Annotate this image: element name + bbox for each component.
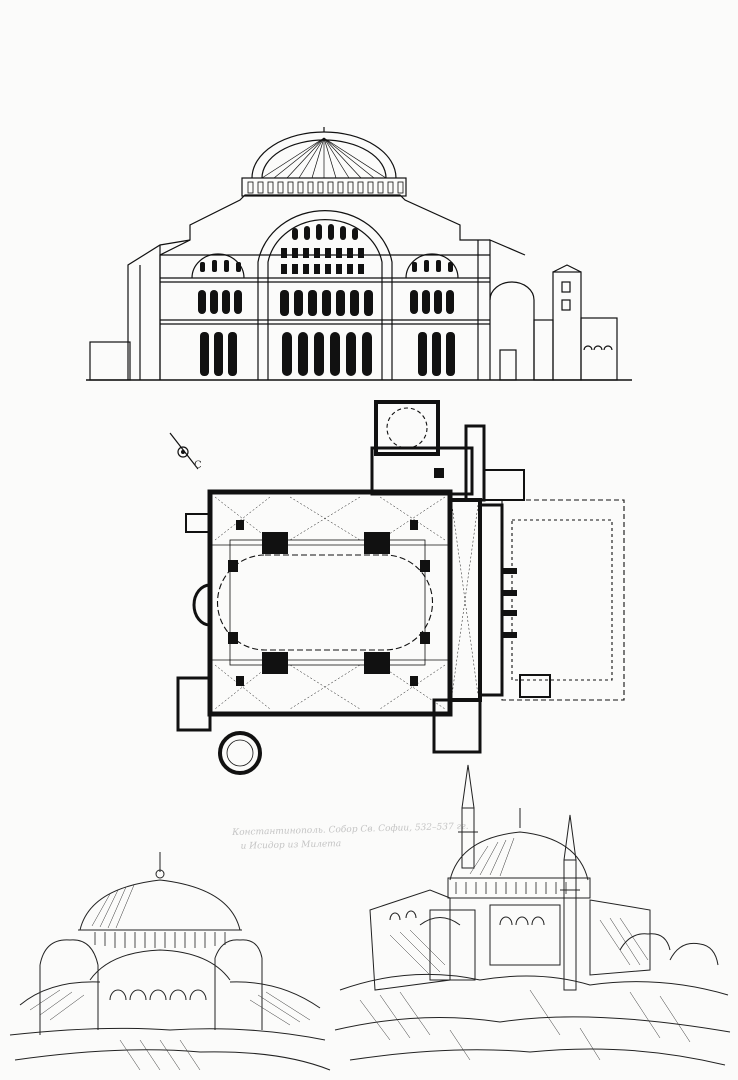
cathedral-floor-plan-drawing <box>176 400 625 775</box>
cathedral-cross-section-drawing <box>86 127 632 381</box>
domed-building-with-minarets-sketch <box>334 764 731 1066</box>
domed-building-sketch <box>9 852 331 1071</box>
north-arrow-icon <box>169 432 199 470</box>
north-arrow-label: С <box>194 460 202 471</box>
